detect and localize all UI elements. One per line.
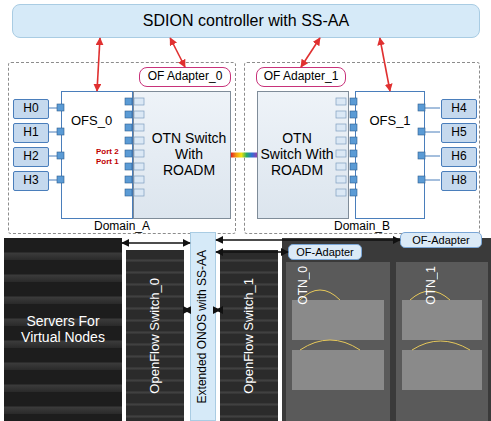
node-text: H5 — [451, 126, 466, 139]
domain-band: Domain_B OF Adapter_1OTN Switch With ROAD… — [244, 62, 480, 234]
adapter-tag: OF-Adapter — [400, 232, 482, 248]
node-text: Domain_A — [94, 220, 150, 233]
switch-photo: OpenFlow Switch_1 — [220, 250, 278, 421]
equipment-label: OTN_0 — [296, 266, 310, 305]
host-box: H3 — [13, 171, 49, 191]
otn-shelf — [292, 300, 482, 390]
node-text: OF Adapter_1 — [264, 70, 339, 83]
node-text: OpenFlow Switch_1 — [242, 278, 257, 394]
node-text: Domain_B — [334, 220, 390, 233]
node-text: H6 — [451, 150, 466, 163]
host-box: H0 — [13, 99, 49, 119]
adapter-tag: OF-Adapter — [288, 244, 362, 260]
connector — [380, 38, 390, 91]
host-box: H5 — [441, 123, 477, 143]
host-box: H2 — [13, 147, 49, 167]
node-text: H0 — [23, 102, 38, 115]
connector — [122, 242, 190, 244]
port-label: Port 1 — [96, 157, 119, 166]
otn-switch: OTN Switch With ROADM — [257, 91, 349, 219]
adapter-box: OF Adapter_1 — [256, 67, 346, 87]
host-box: H8 — [441, 171, 477, 191]
onos-bar: Extended ONOS with SS-AA — [190, 232, 216, 421]
node-text: OTN Switch With ROADM — [260, 131, 334, 178]
node-text: Extended ONOS with SS-AA — [196, 250, 209, 403]
server-rack: Servers For Virtual Nodes — [4, 238, 122, 421]
controller-box: SDION controller with SS-AA — [12, 4, 480, 38]
domain-band: Domain_A H0H1H2H3 OFS_0 OF Adapter_0OTN Swi… — [8, 62, 236, 234]
switch-photo: OpenFlow Switch_0 — [126, 250, 184, 421]
node-text: OFS_0 — [71, 114, 112, 129]
node-text: OF-Adapter — [296, 246, 353, 258]
node-text: OTN Switch With ROADM — [150, 131, 228, 178]
host-box: H6 — [441, 147, 477, 167]
connector — [216, 239, 400, 241]
otn-switch: OTN Switch With ROADM — [133, 91, 231, 219]
node-text: H3 — [23, 174, 38, 187]
node-text: H2 — [23, 150, 38, 163]
connector — [97, 38, 100, 91]
node-text: OpenFlow Switch_0 — [148, 278, 163, 394]
node-text: H1 — [23, 126, 38, 139]
node-text: OF Adapter_0 — [148, 70, 223, 83]
otn-photo — [282, 238, 491, 421]
adapter-box: OF Adapter_0 — [139, 67, 231, 87]
host-box: H1 — [13, 123, 49, 143]
node-text: H4 — [451, 102, 466, 115]
fiber-bundle — [300, 290, 470, 350]
node-text: Servers For Virtual Nodes — [12, 314, 114, 345]
openflow-switch: OFS_1 — [355, 91, 425, 219]
otn-rack — [396, 262, 488, 421]
equipment-label: OTN_1 — [424, 266, 438, 305]
node-text: H8 — [451, 174, 466, 187]
node-text: OFS_1 — [369, 114, 410, 129]
node-text: OF-Adapter — [412, 234, 469, 246]
host-box: H4 — [441, 99, 477, 119]
port-label: Port 2 — [96, 147, 119, 156]
otn-rack — [286, 262, 390, 421]
node-text: SDION controller with SS-AA — [143, 12, 349, 30]
